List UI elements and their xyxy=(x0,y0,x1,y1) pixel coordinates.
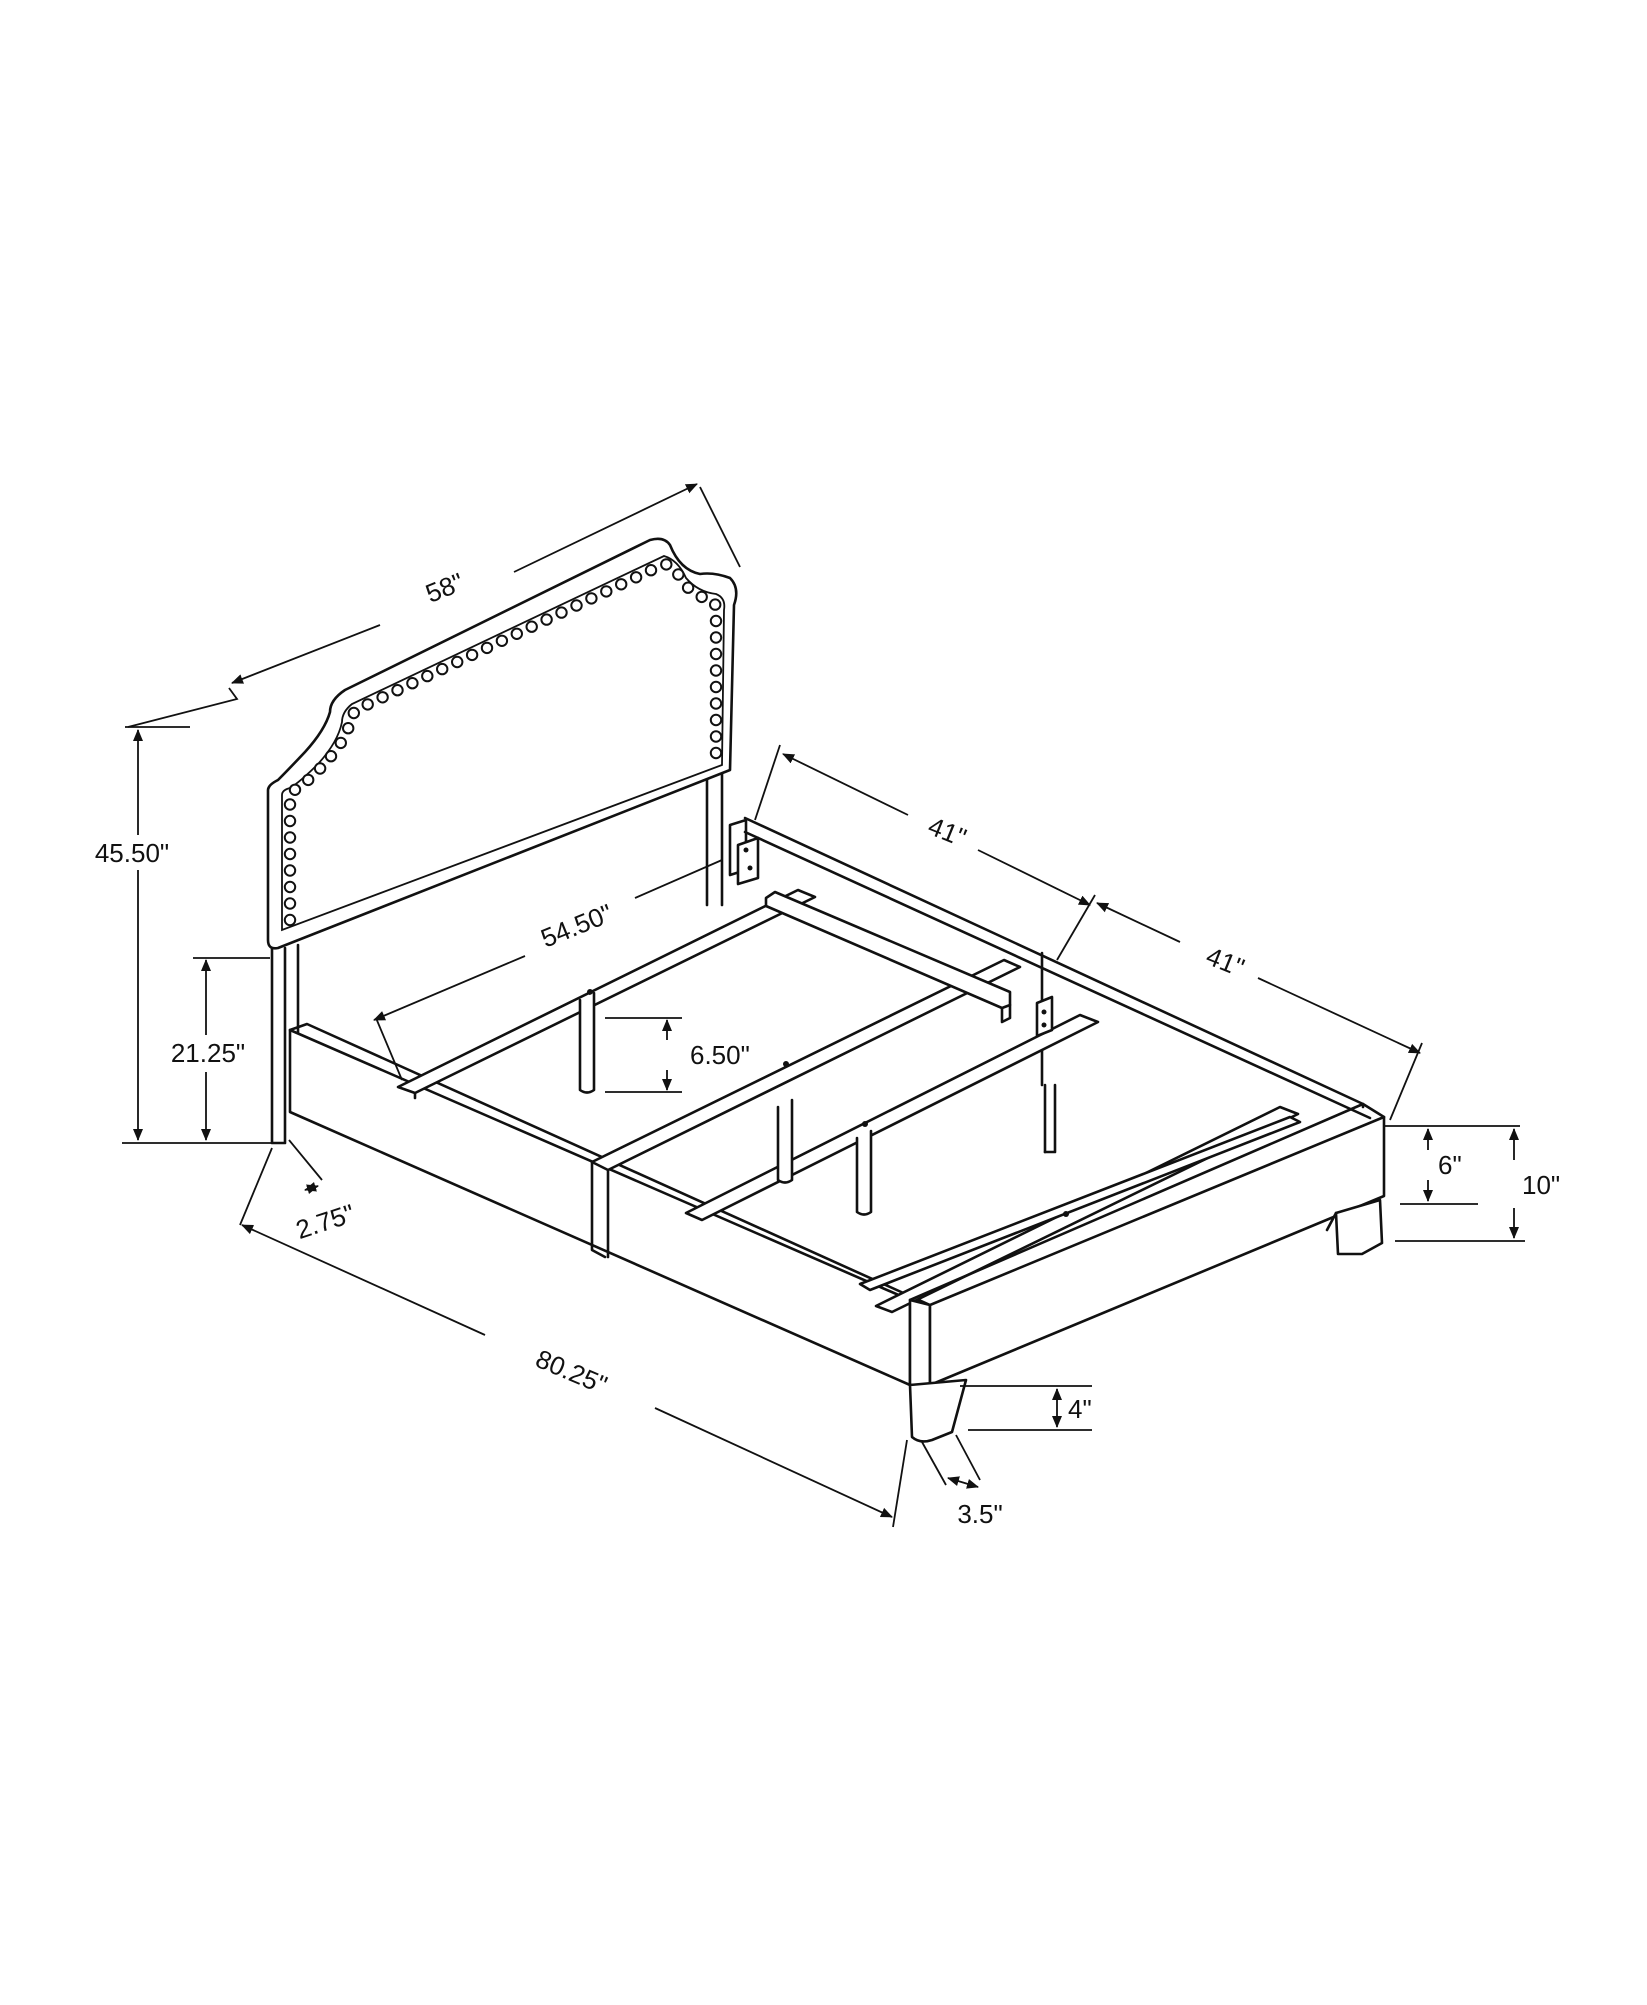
nailhead xyxy=(342,722,355,735)
nailhead xyxy=(283,814,297,828)
nailhead xyxy=(313,762,327,775)
nailhead xyxy=(695,590,708,604)
footboard xyxy=(908,1102,1386,1387)
nailhead xyxy=(629,571,643,584)
headboard-bracket xyxy=(728,818,760,886)
nailhead xyxy=(615,578,628,591)
nailhead xyxy=(709,598,722,611)
label-overall-length: 80.25" xyxy=(531,1343,611,1400)
nailhead xyxy=(709,647,723,661)
nailhead xyxy=(283,864,297,877)
dimension-lines xyxy=(122,483,1525,1528)
label-headboard-width: 58" xyxy=(421,567,468,609)
nailhead xyxy=(672,568,685,581)
nailhead xyxy=(510,627,523,640)
label-center-support-height: 6.50" xyxy=(690,1040,750,1070)
nailhead xyxy=(376,691,389,704)
nailhead xyxy=(406,677,419,690)
nailhead xyxy=(709,730,723,743)
nailhead xyxy=(660,558,673,571)
nailhead xyxy=(480,641,494,655)
label-headboard-leg-height: 21.25" xyxy=(171,1038,245,1068)
rail-bracket xyxy=(1035,995,1054,1038)
nailhead xyxy=(283,913,297,927)
nailhead xyxy=(644,564,658,577)
nailhead xyxy=(540,613,553,626)
nailhead xyxy=(421,669,434,683)
nailhead xyxy=(288,783,302,796)
nailhead xyxy=(555,606,568,619)
nailhead xyxy=(361,698,374,711)
nailhead xyxy=(391,684,404,697)
nailhead xyxy=(709,631,723,644)
side-rail-right xyxy=(743,816,1372,1154)
foot-legs xyxy=(908,1198,1384,1443)
nailhead xyxy=(495,634,509,647)
nailhead xyxy=(347,706,360,720)
nailhead xyxy=(283,847,297,861)
nailhead xyxy=(451,655,464,669)
nailhead xyxy=(302,773,315,787)
label-headboard-leg-width: 2.75" xyxy=(292,1198,358,1245)
nailhead xyxy=(681,581,695,594)
side-rail-left xyxy=(288,1022,932,1387)
nailhead-trim xyxy=(283,558,723,927)
nailhead xyxy=(283,831,297,844)
nailhead xyxy=(283,880,297,894)
nailhead xyxy=(585,592,598,605)
nailhead xyxy=(283,798,297,811)
nailhead xyxy=(465,648,479,662)
center-support-legs xyxy=(578,991,873,1216)
nailhead xyxy=(334,736,347,750)
nailhead xyxy=(709,664,723,677)
label-rail-length-lower: 41" xyxy=(1202,941,1249,983)
nailhead xyxy=(570,599,583,612)
label-inner-width: 54.50" xyxy=(537,898,617,954)
nailhead xyxy=(525,620,538,633)
label-frame-height: 10" xyxy=(1522,1170,1560,1200)
bed-frame-drawing xyxy=(266,537,1386,1443)
nailhead xyxy=(709,697,723,710)
nailhead xyxy=(709,713,723,727)
label-rail-length-upper: 41" xyxy=(924,811,971,853)
nailhead xyxy=(709,746,723,760)
nailhead xyxy=(324,750,338,763)
nailhead xyxy=(600,585,613,598)
nailhead xyxy=(709,680,723,694)
nailhead xyxy=(709,614,723,628)
label-leg-height: 4" xyxy=(1068,1394,1092,1424)
label-overall-height: 45.50" xyxy=(95,838,169,868)
label-leg-width: 3.5" xyxy=(957,1499,1002,1529)
nailhead xyxy=(436,662,449,676)
nailhead xyxy=(283,897,297,910)
label-rail-height: 6" xyxy=(1438,1150,1462,1180)
